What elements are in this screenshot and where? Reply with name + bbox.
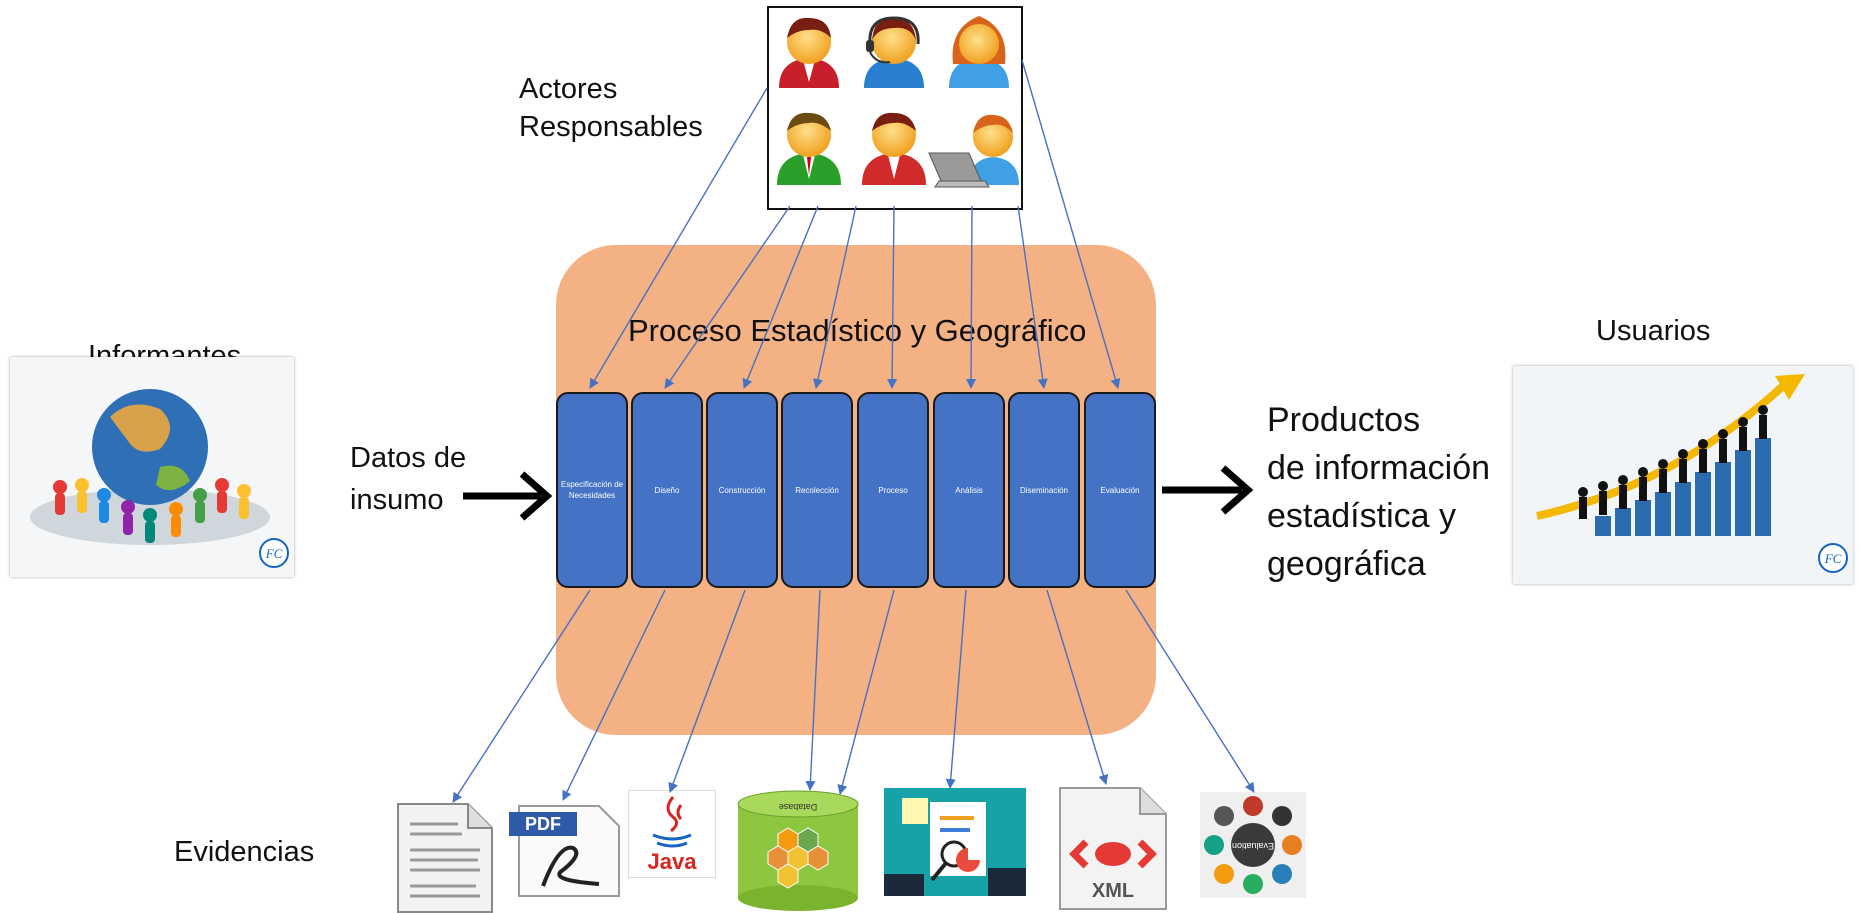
svg-text:PDF: PDF — [525, 814, 561, 834]
pdf-icon: PDF — [503, 800, 626, 900]
xml-icon: XML — [1040, 784, 1172, 913]
step-diseminacion: Diseminación — [1008, 392, 1080, 588]
database-icon: Database — [734, 788, 862, 913]
business-people-icon — [1578, 405, 1768, 519]
svg-text:Evaluation: Evaluation — [1232, 841, 1274, 851]
svg-text:Java: Java — [648, 849, 698, 874]
fc-logo-icon: FC — [259, 538, 289, 568]
actors-panel — [767, 6, 1023, 210]
svg-text:XML: XML — [1092, 880, 1134, 902]
analysis-report-icon — [884, 788, 1026, 896]
step-proceso: Proceso — [857, 392, 929, 588]
actor-red-icon — [779, 17, 839, 88]
evidence-connectors — [452, 589, 1255, 803]
evidencias-label: Evidencias — [174, 836, 315, 868]
actor-headset-icon — [864, 16, 924, 88]
step-diseno: Diseño — [631, 392, 703, 588]
step-analisis: Análisis — [933, 392, 1005, 588]
actor-connectors — [589, 59, 1121, 389]
informantes-image: FC — [10, 357, 294, 577]
actor-woman-icon — [949, 16, 1009, 88]
actor-green-icon — [777, 112, 841, 185]
fc-logo-icon: FC — [1818, 543, 1848, 573]
process-steps: Especificación de Necesidades Diseño Con… — [556, 392, 1156, 588]
document-icon — [388, 800, 500, 913]
step-evaluacion: Evaluación — [1084, 392, 1156, 588]
svg-text:FC: FC — [265, 546, 283, 561]
evaluation-icon: Evaluation — [1200, 792, 1306, 898]
actor-laptop-icon — [928, 114, 1019, 188]
step-recoleccion: Recolección — [781, 392, 853, 588]
input-arrow — [463, 471, 553, 521]
svg-text:FC: FC — [1824, 551, 1842, 566]
game-pieces-icon — [53, 478, 251, 543]
step-construccion: Construcción — [706, 392, 778, 588]
usuarios-label: Usuarios — [1596, 315, 1711, 347]
productos-label: Productos de información estadística y g… — [1267, 401, 1491, 583]
output-arrow — [1162, 465, 1254, 515]
svg-text:Database: Database — [779, 802, 818, 812]
usuarios-image: FC — [1513, 366, 1853, 584]
step-especificacion: Especificación de Necesidades — [556, 392, 628, 588]
actor-red-tie-icon — [862, 112, 926, 185]
java-icon: Java — [628, 790, 716, 878]
